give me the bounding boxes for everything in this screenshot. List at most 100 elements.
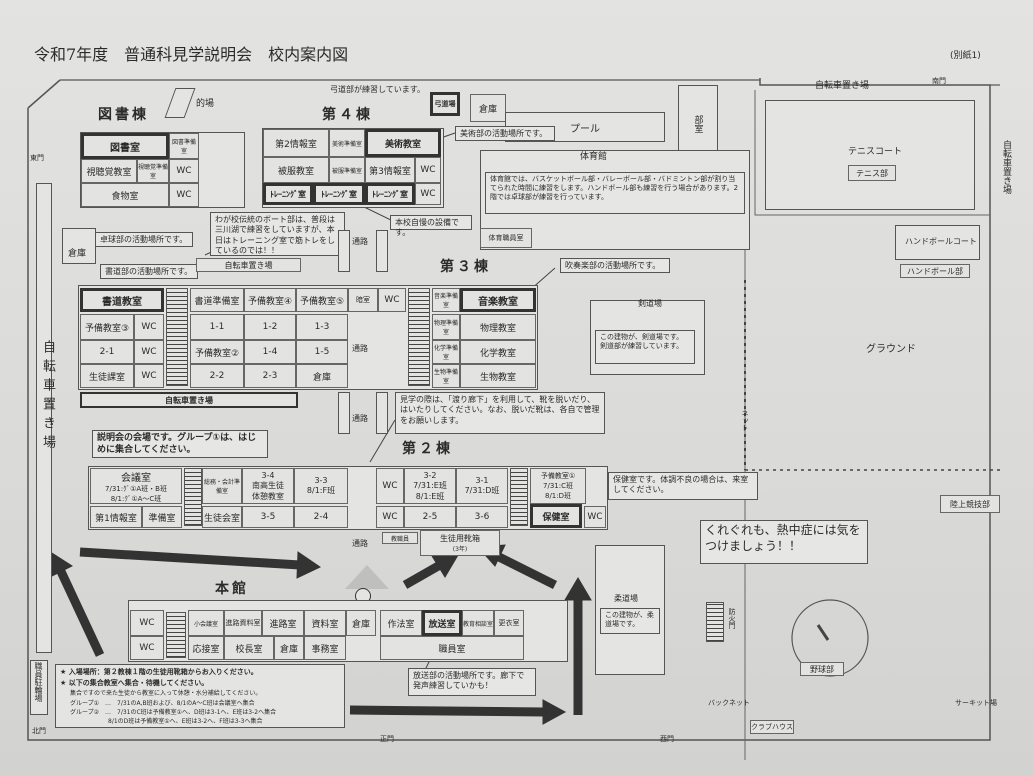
main-locker: 更衣室 bbox=[494, 610, 524, 636]
b4-building: 第2情報室 美術準備室 美術教室 被服教室 被服準備室 第3情報室 WC ﾄﾚｰ… bbox=[262, 128, 444, 208]
nurse-note: 保健室です。体調不良の場合は、来室してください。 bbox=[608, 472, 758, 500]
b2-3-1-line2: 7/31:D班 bbox=[464, 486, 500, 495]
b2-3-2: 3-2 7/31:E班 8/1:E班 bbox=[404, 468, 456, 504]
archery-hall: 弓道場 bbox=[430, 92, 460, 116]
bike-parking-top-label: 自転車置き場 bbox=[815, 81, 870, 91]
b2-3-4-line2: 南高生徒 bbox=[252, 480, 284, 490]
handball-club: ハンドボール部 bbox=[900, 264, 970, 278]
main-office: 事務室 bbox=[304, 636, 346, 660]
gym-label: 体育館 bbox=[580, 152, 608, 162]
circuit-label: サーキット場 bbox=[955, 699, 997, 707]
tour-note: 見学の際は、「渡り廊下」を利用して、靴を脱いだり、はいたりしてください。なお、脱… bbox=[395, 392, 605, 434]
b3-1-4: 1-4 bbox=[244, 340, 296, 364]
b4-info3: 第3情報室 bbox=[365, 157, 415, 183]
av-room: 視聴覚教室 bbox=[81, 159, 137, 183]
b3-spare4: 予備教室④ bbox=[244, 288, 296, 312]
pool-label: プール bbox=[570, 123, 600, 135]
library-wc2: WC bbox=[169, 183, 199, 207]
tennis-court bbox=[765, 100, 975, 210]
main-staff-room: 職員室 bbox=[380, 636, 524, 660]
main-counseling: 教育相談室 bbox=[462, 610, 494, 636]
tennis-court-label: テニスコート bbox=[848, 147, 903, 157]
legend-line-3: 集合ですので来た生徒から教室に入って休憩・水分補給してください。 bbox=[70, 690, 262, 697]
main-principal: 校長室 bbox=[224, 636, 274, 660]
teacher-shoes: 教職員 bbox=[382, 532, 418, 544]
b2-3-1-line1: 3-1 bbox=[475, 476, 489, 485]
tennis-club: テニス部 bbox=[848, 165, 896, 181]
right-bike-label: 自転車置き場 bbox=[1001, 140, 1011, 194]
shoe-rack-2f-a bbox=[338, 230, 350, 272]
brass-note: 吹奏楽部の活動場所です。 bbox=[560, 258, 670, 273]
b2-2-4: 2-4 bbox=[294, 506, 348, 528]
b3-2-2: 2-2 bbox=[190, 364, 244, 388]
outdoor-stairs bbox=[706, 602, 724, 642]
b4-wc: WC bbox=[415, 157, 441, 183]
b2-wc-bottom: WC bbox=[376, 506, 404, 528]
b2-3-4-line1: 3-4 bbox=[261, 470, 275, 480]
fire-escape-label: 防火門 bbox=[728, 608, 736, 629]
main-gate-label: 正門 bbox=[380, 735, 394, 743]
b2-3-2-line2: 7/31:E班 bbox=[413, 480, 447, 490]
main-building-name: 本館 bbox=[215, 581, 249, 597]
kendo-note: この建物が、剣道場です。剣道部が練習しています。 bbox=[595, 330, 695, 364]
hallway-b4: 通路 bbox=[352, 237, 368, 246]
shoe-rack-2f-b bbox=[376, 230, 388, 272]
b3-bio: 生物教室 bbox=[460, 364, 536, 388]
main-broadcast: 放送室 bbox=[422, 610, 462, 636]
b2-3-1: 3-1 7/31:D班 bbox=[456, 468, 508, 504]
west-gate-label: 西門 bbox=[660, 735, 674, 743]
bike-b3: 自転車置き場 bbox=[80, 392, 298, 408]
b4-training-1: ﾄﾚｰﾆﾝｸﾞ室 bbox=[263, 183, 313, 205]
main-wc1: WC bbox=[130, 610, 164, 636]
north-gate-label: 北門 bbox=[32, 727, 46, 735]
heat-note: くれぐれも、熱中症には気をつけましょう！！ bbox=[700, 520, 868, 564]
staff-bike-label: 職員駐輪場 bbox=[34, 662, 43, 702]
kendo-hall-label: 剣道場 bbox=[638, 299, 662, 308]
track-club: 陸上競技部 bbox=[940, 495, 1000, 513]
legend-line-1: ★ 入場場所：第２教棟１階の生徒用靴箱からお入りください。 bbox=[60, 668, 258, 676]
b2-stairs-right bbox=[510, 468, 528, 526]
b2-wc-top: WC bbox=[376, 468, 404, 504]
b2-nurse: 保健室 bbox=[530, 504, 582, 528]
entrance-umbrella-icon bbox=[345, 565, 389, 589]
b3-2-3: 2-3 bbox=[244, 364, 296, 388]
main-reception: 応接室 bbox=[188, 636, 224, 660]
b3-calligraphy-room: 書道教室 bbox=[80, 288, 164, 312]
student-shoe-box: 生徒用靴箱 (3年) bbox=[420, 530, 500, 556]
b2-building-name: 第２棟 bbox=[402, 441, 453, 457]
b2-prep: 準備室 bbox=[142, 506, 182, 528]
b3-wc-r3: WC bbox=[134, 340, 164, 364]
b4-sewing-prep: 被服準備室 bbox=[329, 157, 365, 183]
club-house: クラブハウス bbox=[750, 720, 794, 734]
b4-info2: 第2情報室 bbox=[263, 129, 329, 157]
main-career-materials: 進路資料室 bbox=[224, 610, 262, 636]
b2-3-4-line3: 体憩教室 bbox=[252, 491, 284, 501]
south-gate-label: 南門 bbox=[932, 77, 946, 85]
east-gate-label: 東門 bbox=[30, 154, 44, 162]
gym-staff: 体育職員室 bbox=[480, 228, 532, 248]
b4-wc2: WC bbox=[415, 183, 441, 205]
b2-spare1: 予備教室① 7/31:C班 8/1:D班 bbox=[530, 468, 586, 504]
main-small-meeting: 小会議室 bbox=[188, 610, 224, 636]
gym-note: 体育館では、バスケットボール部・バレーボール部・バドミントン部が割り当てられた時… bbox=[485, 172, 745, 214]
b2-conference-label: 会議室 bbox=[121, 472, 151, 484]
art-note: 美術部の活動場所です。 bbox=[455, 126, 555, 141]
hallway-2: 通路 bbox=[352, 414, 368, 423]
bike-mid-label: 自転車置き場 bbox=[196, 258, 301, 272]
b2-3-5: 3-5 bbox=[242, 506, 294, 528]
student-shoe-box-label: 生徒用靴箱 bbox=[440, 534, 480, 543]
student-shoe-box-sub: (3年) bbox=[452, 546, 468, 553]
main-materials: 資料室 bbox=[304, 610, 346, 636]
b2-2-5: 2-5 bbox=[404, 506, 456, 528]
library-building: 図書室 図書準備室 視聴覚教室 視聴覚準備室 WC 食物室 WC bbox=[80, 132, 245, 208]
legend-box: ★ 入場場所：第２教棟１階の生徒用靴箱からお入りください。 ★ 以下の集合教室へ… bbox=[55, 664, 345, 728]
b2-3-3-line1: 3-3 bbox=[314, 476, 328, 485]
legend-line-6: 8/1のD班は予備教室①へ、E班は3-2へ、F班は3-3へ集合 bbox=[108, 718, 263, 725]
left-bike-parking bbox=[36, 183, 52, 653]
b3-wc-top: WC bbox=[378, 288, 406, 312]
b3-stairs-right bbox=[408, 288, 430, 386]
calligraphy-note: 書道部の活動場所です。 bbox=[100, 264, 198, 279]
hallway-entrance: 通路 bbox=[352, 539, 368, 548]
b3-calligraphy-prep: 書道準備室 bbox=[190, 288, 244, 312]
main-career: 進路室 bbox=[262, 610, 304, 636]
